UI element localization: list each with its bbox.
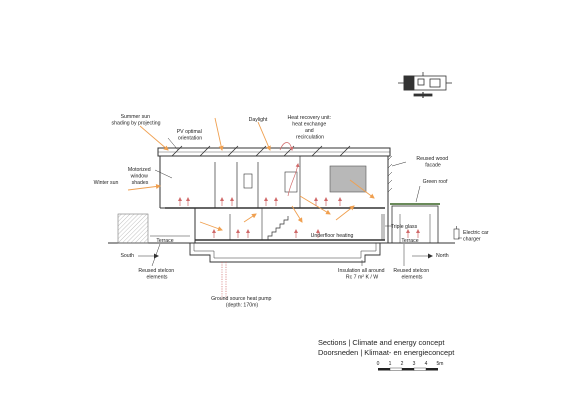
- title-english: Sections | Climate and energy concept: [318, 338, 444, 347]
- label-summer-sun: Summer sun shading by projecting: [111, 114, 160, 127]
- label-south: South: [120, 253, 134, 259]
- label-daylight: Daylight: [249, 117, 268, 123]
- sun-arrows: [127, 117, 375, 231]
- scale-tick-1: 1: [389, 361, 392, 367]
- label-heat-recovery: Heat recovery unit: heat exchange and re…: [288, 115, 333, 141]
- scale-tick-4: 4: [425, 361, 428, 367]
- label-terrace-left: Terrace: [156, 238, 173, 244]
- label-motorized-shades: Motorized window shades: [128, 167, 152, 186]
- label-triple-glass: Triple glass: [391, 224, 418, 230]
- scale-tick-3: 3: [413, 361, 416, 367]
- building-section: [150, 145, 440, 244]
- label-pv-orientation: PV optimal orientation: [177, 129, 204, 142]
- label-green-roof: Green roof: [423, 179, 448, 185]
- label-reused-stelcon-right: Reused stelcon elements: [393, 268, 430, 281]
- scale-bar: 0 1 2 3 4 5m: [377, 361, 444, 371]
- label-reused-wood-facade: Reused wood facade: [416, 156, 449, 169]
- label-terrace-right: Terrace: [401, 238, 418, 244]
- label-ground-source-heat-pump: Ground source heat pump (depth: 170m): [211, 296, 273, 309]
- leader-lines: [138, 137, 462, 267]
- label-reused-stelcon-left: Reused stelcon elements: [138, 268, 175, 281]
- scale-tick-0: 0: [377, 361, 380, 367]
- label-underfloor-heating: Underfloor heating: [311, 233, 354, 239]
- label-electric-car-charger: Electric car charger: [463, 230, 490, 243]
- charger-icon: [453, 226, 460, 240]
- label-winter-sun: Winter sun: [94, 180, 119, 186]
- key-plan: [398, 72, 452, 98]
- scale-tick-2: 2: [401, 361, 404, 367]
- scale-tick-5: 5m: [437, 361, 444, 367]
- label-north: North: [436, 253, 449, 259]
- title-dutch: Doorsneden | Klimaat- en energieconcept: [318, 348, 454, 357]
- heat-arrows: [178, 142, 420, 300]
- label-insulation: Insulation all around Rc 7 m² K / W: [338, 268, 386, 281]
